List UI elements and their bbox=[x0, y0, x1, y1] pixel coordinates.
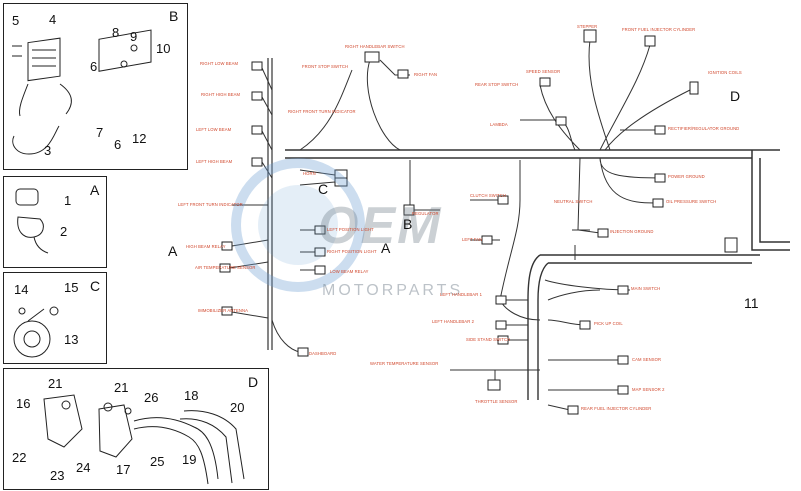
inset-d-letter: D bbox=[248, 374, 259, 390]
component-label: CAM SENSOR bbox=[632, 357, 662, 362]
component-label: LEFT POSITION LIGHT bbox=[327, 227, 374, 232]
component-label: RIGHT FAN bbox=[414, 72, 438, 77]
part-number: 4 bbox=[49, 12, 57, 27]
part-number: 20 bbox=[230, 400, 245, 415]
inset-b-letter: B bbox=[169, 8, 179, 24]
inset-d: D 21 21 16 26 18 20 22 23 24 17 25 19 bbox=[3, 368, 269, 490]
component-label: LAMBDA bbox=[490, 122, 508, 127]
component-label: IGNITION COILS bbox=[708, 70, 742, 75]
part-number: 1 bbox=[64, 193, 72, 208]
component-label: HIGH BEAM RELAY bbox=[186, 244, 226, 249]
section-ref-d: D bbox=[730, 88, 741, 104]
component-label: HORN bbox=[303, 171, 316, 176]
component-label: PICK UP COIL bbox=[594, 321, 623, 326]
part-number: 8 bbox=[112, 25, 120, 40]
component-label: FRONT STOP SWITCH bbox=[302, 64, 349, 69]
part-number: 25 bbox=[150, 454, 165, 469]
component-label: NEUTRAL SWITCH bbox=[554, 199, 593, 204]
component-label: INJECTION GROUND bbox=[610, 229, 654, 234]
inset-b: B 4 5 8 9 10 6 7 6 12 3 bbox=[3, 3, 188, 170]
part-number: 10 bbox=[156, 41, 171, 56]
part-number: 9 bbox=[130, 29, 138, 44]
component-label: REAR STOP SWITCH bbox=[475, 82, 519, 87]
part-number: 13 bbox=[64, 332, 79, 347]
component-label: IMMOBILIZER ANTENNA bbox=[198, 308, 249, 313]
component-label: RECTIFIER/REGULATOR GROUND bbox=[668, 126, 740, 131]
inset-a: A 1 2 bbox=[3, 176, 107, 268]
part-number: 26 bbox=[144, 390, 159, 405]
component-label: DASHBOARD bbox=[309, 351, 337, 356]
part-number: 15 bbox=[64, 280, 79, 295]
part-number: 6 bbox=[114, 137, 122, 152]
component-label: FRONT FUEL INJECTOR CYLINDER bbox=[622, 27, 696, 32]
part-number: 7 bbox=[96, 125, 104, 140]
component-label: LEFT HIGH BEAM bbox=[196, 159, 233, 164]
component-label: AIR TEMPERATURE SENSOR bbox=[195, 265, 256, 270]
part-number: 17 bbox=[116, 462, 131, 477]
component-label: THROTTLE SENSOR bbox=[475, 399, 518, 404]
part-number: 21 bbox=[114, 380, 129, 395]
component-label: LEFT HANDLEBAR 1 bbox=[440, 292, 483, 297]
component-label: MAP SENSOR 2 bbox=[632, 387, 665, 392]
component-label: RIGHT HANDLEBAR SWITCH bbox=[345, 44, 405, 49]
part-number: 5 bbox=[12, 13, 20, 28]
component-label: MAIN SWITCH bbox=[631, 286, 661, 291]
component-label: RIGHT FRONT TURN INDICATOR bbox=[288, 109, 356, 114]
part-number: 22 bbox=[12, 450, 27, 465]
inset-c-parts-drawing bbox=[13, 306, 59, 358]
inset-a-letter: A bbox=[90, 182, 100, 198]
component-label: CLUTCH SWITCH bbox=[470, 193, 506, 198]
inset-d-parts-drawing bbox=[43, 394, 245, 485]
part-number: 21 bbox=[48, 376, 63, 391]
part-number: 3 bbox=[44, 143, 52, 158]
part-number: 23 bbox=[50, 468, 65, 483]
component-label: OIL PRESSURE SWITCH bbox=[666, 199, 717, 204]
component-label: RIGHT POSITION LIGHT bbox=[327, 249, 377, 254]
part-number: 14 bbox=[14, 282, 29, 297]
component-label: LEFT FAN bbox=[462, 237, 483, 242]
watermark-brand: OEM bbox=[318, 197, 443, 255]
component-label: REAR FUEL INJECTOR CYLINDER bbox=[581, 406, 652, 411]
watermark-subtitle: MOTORPARTS bbox=[322, 282, 464, 299]
inset-c-letter: C bbox=[90, 278, 101, 294]
component-label: POWER GROUND bbox=[668, 174, 705, 179]
part-number: 12 bbox=[132, 131, 147, 146]
part-number: 2 bbox=[60, 224, 68, 239]
section-ref-c: C bbox=[318, 181, 329, 197]
part-number: 24 bbox=[76, 460, 91, 475]
component-label: STEPPER bbox=[577, 24, 598, 29]
component-label: SIDE STAND SWITCH bbox=[466, 337, 511, 342]
component-label: LEFT FRONT TURN INDICATOR bbox=[178, 202, 243, 207]
inset-a-parts-drawing bbox=[15, 188, 49, 254]
part-number-harness: 11 bbox=[744, 295, 759, 311]
component-label: WATER TEMPERATURE SENSOR bbox=[370, 361, 439, 366]
section-ref-b: B bbox=[403, 216, 413, 232]
part-number: 6 bbox=[90, 59, 98, 74]
part-number: 19 bbox=[182, 452, 197, 467]
component-label: LOW BEAM RELAY bbox=[330, 269, 369, 274]
component-label: LEFT LOW BEAM bbox=[196, 127, 232, 132]
component-label: SPEED SENSOR bbox=[526, 69, 561, 74]
section-ref-a: A bbox=[381, 240, 391, 256]
part-number: 16 bbox=[16, 396, 31, 411]
component-label: REGULATOR bbox=[412, 211, 439, 216]
component-label: LEFT HANDLEBAR 2 bbox=[432, 319, 475, 324]
component-label: RIGHT HIGH BEAM bbox=[201, 92, 241, 97]
part-number: 18 bbox=[184, 388, 199, 403]
component-label: RIGHT LOW BEAM bbox=[200, 61, 239, 66]
inset-c: C 14 15 13 bbox=[3, 272, 107, 364]
inset-b-parts-drawing bbox=[12, 29, 152, 155]
section-ref-a: A bbox=[168, 243, 178, 259]
